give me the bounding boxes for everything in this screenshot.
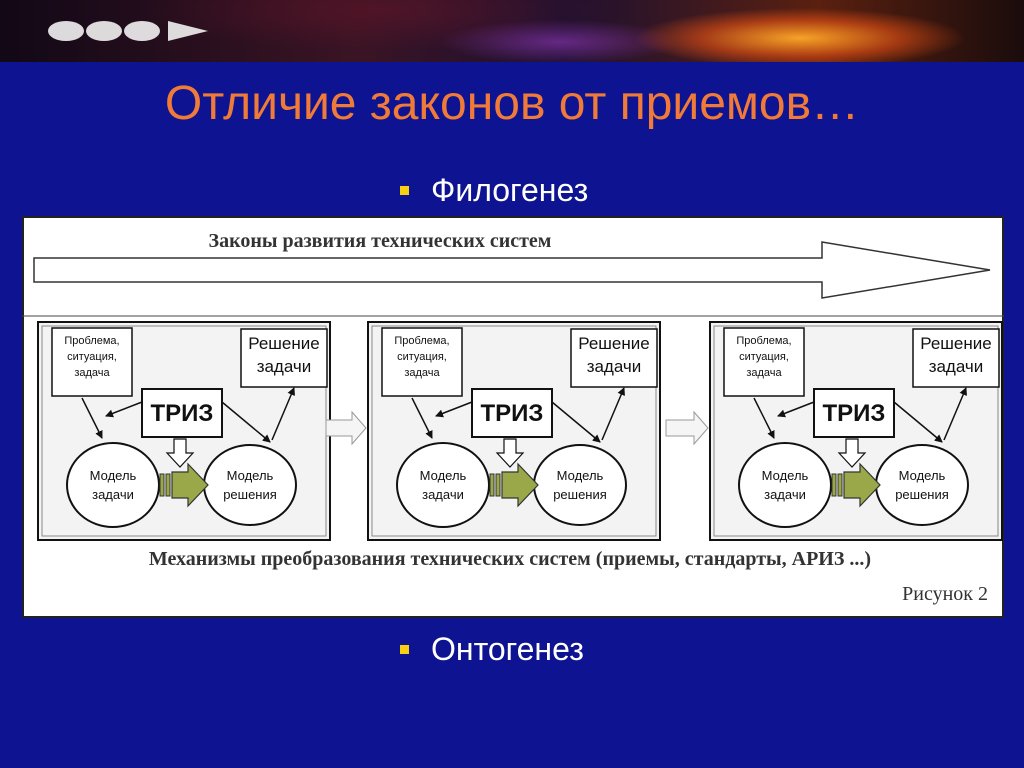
task-model-label: задачи <box>92 487 134 502</box>
task-model-label: Модель <box>90 468 137 483</box>
header-banner <box>0 0 1024 62</box>
bullet-square-icon <box>400 644 409 654</box>
slide-title: Отличие законов от приемов… <box>164 77 860 130</box>
triz-diagram: Законы развития технических систем Пробл… <box>22 216 1004 618</box>
task-model-label: задачи <box>764 487 806 502</box>
figure-caption: Рисунок 2 <box>902 583 988 605</box>
laws-arrow <box>33 241 991 299</box>
solution-model-label: решения <box>895 487 949 502</box>
problem-label: задача <box>746 367 782 379</box>
problem-label: задача <box>74 367 110 379</box>
task-model-label: задачи <box>422 487 464 502</box>
solution-label: Решение <box>920 334 991 353</box>
block-connector-arrow <box>665 410 709 446</box>
problem-label: задача <box>404 367 440 379</box>
bullet-square-icon <box>400 185 409 195</box>
solution-label: задачи <box>587 357 642 376</box>
bullet-ontogenesis: Онтогенез <box>400 629 584 669</box>
block-connector-arrow <box>325 410 367 446</box>
solution-model-label: Модель <box>899 468 946 483</box>
problem-label: Проблема, <box>64 335 119 347</box>
task-model-label: Модель <box>420 468 467 483</box>
bullet-text: Онтогенез <box>431 631 584 667</box>
solution-label: задачи <box>257 357 312 376</box>
problem-label: ситуация, <box>739 351 789 363</box>
triz-label: ТРИЗ <box>481 400 544 427</box>
triz-label: ТРИЗ <box>823 400 886 427</box>
triz-block-1: Проблема, ситуация, задача Решение задач… <box>38 322 330 540</box>
problem-label: ситуация, <box>67 351 117 363</box>
task-model-label: Модель <box>762 468 809 483</box>
solution-label: задачи <box>929 357 984 376</box>
solution-label: Решение <box>578 334 649 353</box>
solution-label: Решение <box>248 334 319 353</box>
bullet-text: Филогенез <box>431 172 589 208</box>
problem-label: Проблема, <box>394 335 449 347</box>
logo-arrows-icon <box>48 21 208 41</box>
solution-model-label: решения <box>553 487 607 502</box>
mechanisms-label: Механизмы преобразования технических сис… <box>149 548 871 570</box>
triz-block-3: Проблема, ситуация, задача Решение задач… <box>710 322 1002 540</box>
problem-label: ситуация, <box>397 351 447 363</box>
solution-model-label: решения <box>223 487 277 502</box>
solution-model-label: Модель <box>227 468 274 483</box>
laws-arrow-label: Законы развития технических систем <box>209 230 552 252</box>
triz-label: ТРИЗ <box>151 400 214 427</box>
bullet-phylogenesis: Филогенез <box>400 170 588 210</box>
triz-block-2: Проблема, ситуация, задача Решение задач… <box>368 322 660 540</box>
problem-label: Проблема, <box>736 335 791 347</box>
solution-model-label: Модель <box>557 468 604 483</box>
diagram-canvas: Законы развития технических систем Пробл… <box>22 216 1004 618</box>
